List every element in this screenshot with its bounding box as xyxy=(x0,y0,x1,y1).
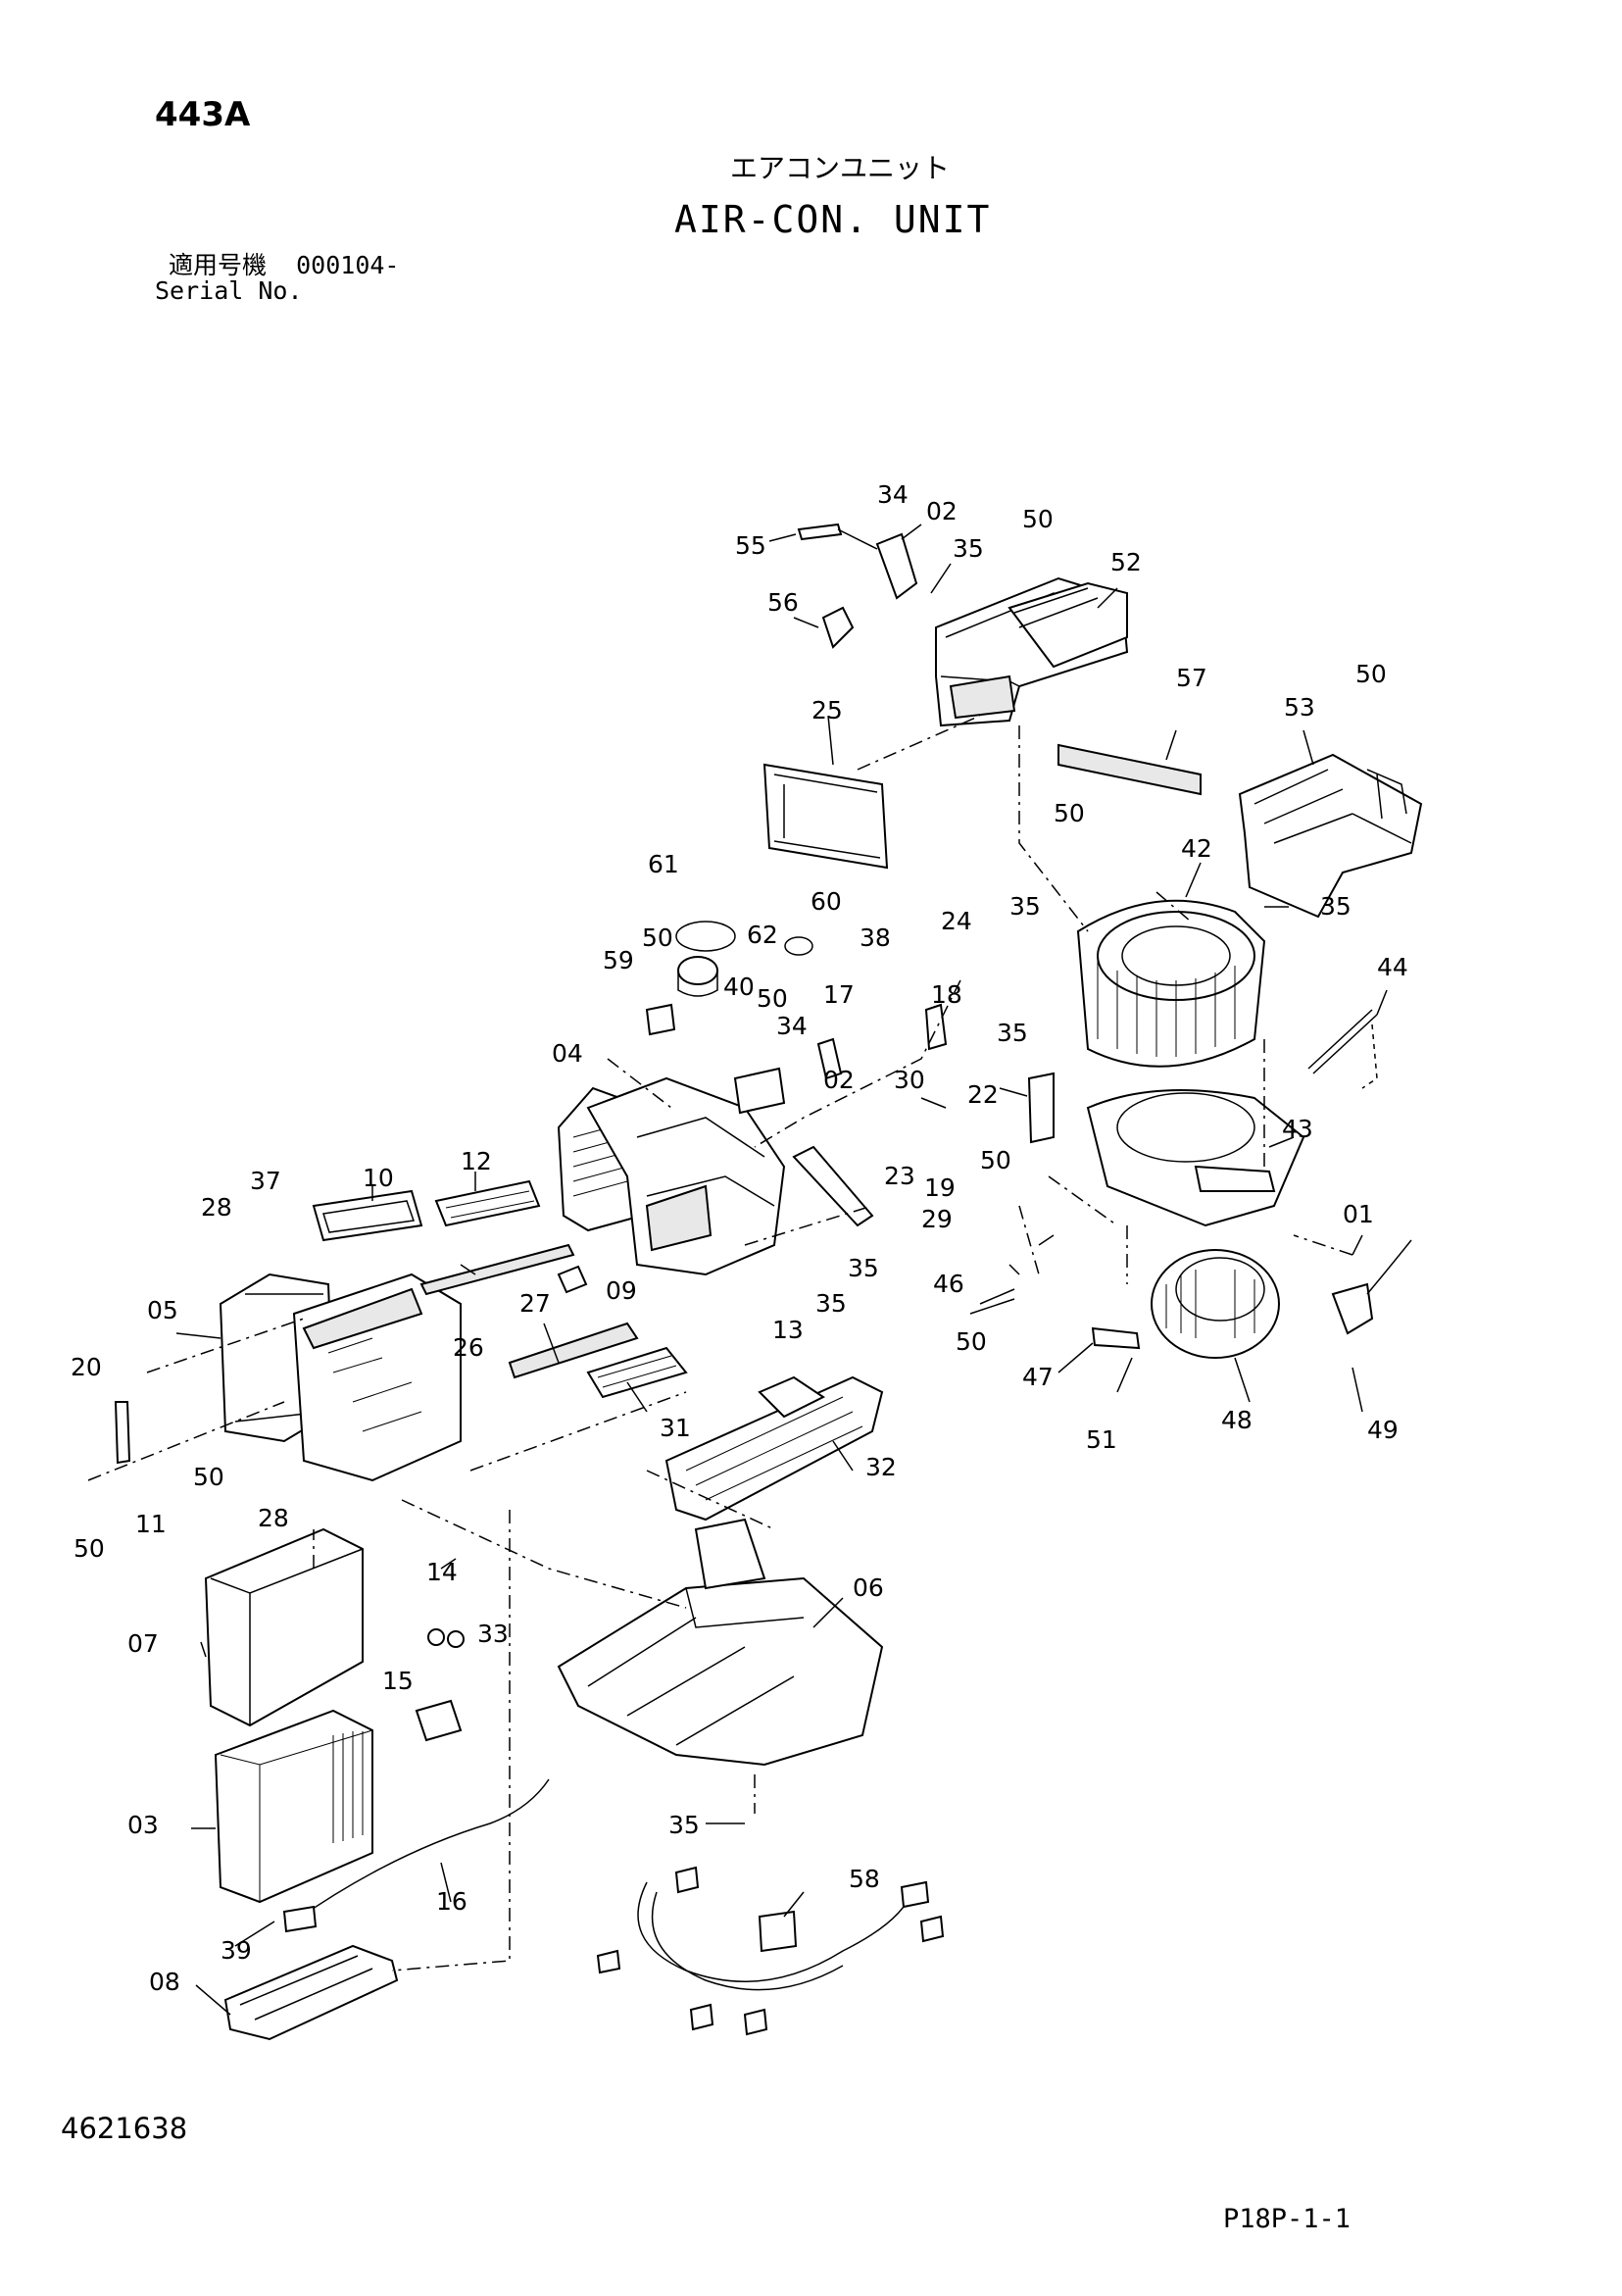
part-label: 50 xyxy=(193,1463,224,1491)
part-label: 38 xyxy=(860,923,891,952)
part-label: 33 xyxy=(477,1620,509,1648)
part-label: 55 xyxy=(735,531,766,560)
top-duct-group xyxy=(762,523,1423,919)
page-reference: P18P-1-1 xyxy=(1223,2204,1352,2234)
title-japanese: エアコンユニット xyxy=(730,152,951,184)
part-label: 51 xyxy=(1086,1425,1117,1454)
part-label: 34 xyxy=(776,1012,808,1040)
part-label: 46 xyxy=(933,1270,964,1298)
part-label: 59 xyxy=(603,946,634,974)
part-label: 12 xyxy=(461,1147,492,1175)
part-label: 14 xyxy=(426,1558,458,1586)
document-number: 4621638 xyxy=(61,2112,188,2145)
part-label: 61 xyxy=(648,850,679,878)
part-label: 29 xyxy=(921,1205,953,1233)
part-label: 08 xyxy=(149,1968,180,1996)
part-label: 20 xyxy=(71,1353,102,1381)
part-label: 56 xyxy=(767,588,799,617)
part-label: 58 xyxy=(849,1865,880,1893)
part-label: 57 xyxy=(1176,664,1207,692)
part-label: 17 xyxy=(823,980,855,1009)
part-label: 25 xyxy=(811,696,843,724)
blower-housing-group xyxy=(1027,899,1412,1359)
part-label: 34 xyxy=(877,480,909,509)
part-label: 50 xyxy=(757,984,788,1013)
part-label: 10 xyxy=(363,1164,394,1192)
part-label: 05 xyxy=(147,1296,178,1324)
alignment-lines xyxy=(87,715,1353,1972)
part-label: 35 xyxy=(815,1289,847,1318)
part-label: 22 xyxy=(967,1080,999,1109)
part-label: 02 xyxy=(823,1066,855,1094)
part-label: 19 xyxy=(924,1173,956,1202)
serial-value: 000104- xyxy=(296,251,400,279)
part-label: 07 xyxy=(127,1629,159,1658)
part-label: 35 xyxy=(1320,892,1352,921)
part-label: 52 xyxy=(1110,548,1142,576)
part-label: 35 xyxy=(1009,892,1041,921)
part-label: 44 xyxy=(1377,953,1408,981)
part-label: 39 xyxy=(221,1936,252,1965)
part-label: 40 xyxy=(723,973,755,1001)
part-label: 03 xyxy=(127,1811,159,1839)
part-label: 50 xyxy=(1355,660,1387,688)
part-label: 28 xyxy=(258,1504,289,1532)
part-label: 30 xyxy=(894,1066,925,1094)
part-label: 48 xyxy=(1221,1406,1253,1434)
main-case-group xyxy=(114,921,948,1522)
part-label: 13 xyxy=(772,1316,804,1344)
part-label: 32 xyxy=(865,1453,897,1481)
part-label: 50 xyxy=(642,923,673,952)
part-label: 35 xyxy=(953,534,984,563)
part-label: 50 xyxy=(1054,799,1085,827)
part-label: 35 xyxy=(997,1019,1028,1047)
part-label: 47 xyxy=(1022,1363,1054,1391)
part-label: 50 xyxy=(74,1534,105,1563)
part-label: 02 xyxy=(926,497,958,525)
serial-label-en: Serial No. xyxy=(155,276,303,305)
part-label: 50 xyxy=(980,1146,1011,1174)
part-label: 24 xyxy=(941,907,972,935)
part-label: 31 xyxy=(660,1414,691,1442)
part-label: 50 xyxy=(1022,505,1054,533)
part-label: 04 xyxy=(552,1039,583,1068)
part-label: 16 xyxy=(436,1887,467,1916)
part-label: 37 xyxy=(250,1167,281,1195)
serial-label-jp: 適用号機 000104- xyxy=(169,253,399,277)
part-label: 11 xyxy=(135,1510,167,1538)
part-label: 15 xyxy=(382,1667,414,1695)
part-label: 35 xyxy=(668,1811,700,1839)
part-label: 06 xyxy=(853,1573,884,1602)
part-label: 28 xyxy=(201,1193,232,1222)
part-label: 50 xyxy=(956,1327,987,1356)
part-label: 53 xyxy=(1284,693,1315,722)
lower-assembly-group xyxy=(204,1518,945,2041)
part-label: 42 xyxy=(1181,834,1212,863)
page-title: AIR-CON. UNIT xyxy=(674,198,992,241)
part-label: 60 xyxy=(811,887,842,916)
part-label: 35 xyxy=(848,1254,879,1282)
serial-label-jp-text: 適用号機 xyxy=(169,251,268,279)
part-label: 26 xyxy=(453,1333,484,1362)
part-label: 62 xyxy=(747,921,778,949)
part-label: 09 xyxy=(606,1276,637,1305)
leader-lines xyxy=(175,524,1388,2016)
part-label: 27 xyxy=(519,1289,551,1318)
part-label: 18 xyxy=(931,980,962,1009)
part-label: 01 xyxy=(1343,1200,1374,1228)
part-label: 23 xyxy=(884,1162,915,1190)
part-number-labels: 34 02 55 35 50 52 56 57 53 50 25 50 42 3… xyxy=(71,480,1408,1996)
part-label: 49 xyxy=(1367,1416,1399,1444)
part-label: 43 xyxy=(1282,1115,1313,1143)
page-code: 443A xyxy=(155,95,251,134)
